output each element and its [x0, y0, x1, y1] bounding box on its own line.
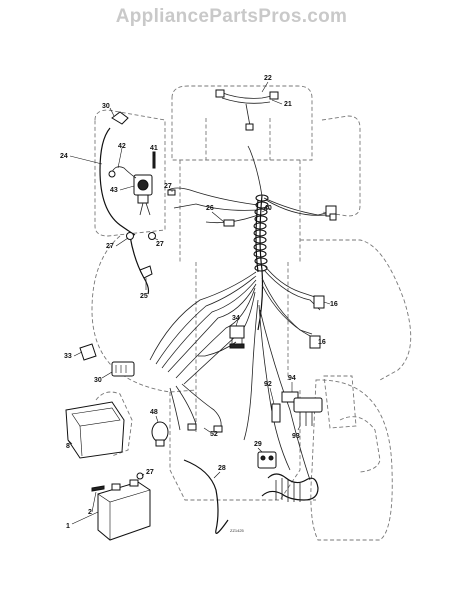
callout-2: 2: [88, 509, 92, 516]
part-27-nut-c: [167, 189, 176, 196]
part-25-clip: [139, 265, 153, 279]
part-41-screw: [152, 151, 156, 169]
part-1-battery: [97, 479, 151, 541]
callout-94: 94: [288, 375, 296, 382]
callout-93: 93: [292, 433, 300, 440]
callout-27-b: 27: [106, 243, 114, 250]
callout-25: 25: [140, 293, 148, 300]
part-42-key: [111, 166, 137, 179]
part-94-switch: [281, 391, 323, 426]
callout-30-left: 30: [94, 377, 102, 384]
callout-34: 34: [232, 315, 240, 322]
callout-1: 1: [66, 523, 70, 530]
callout-26: 26: [206, 205, 214, 212]
callout-27-c: 27: [156, 241, 164, 248]
part-40-connector: [325, 205, 337, 221]
callout-28: 28: [218, 465, 226, 472]
callout-27-d: 27: [146, 469, 154, 476]
drawing-code: ZZ1425: [230, 528, 245, 533]
callout-29: 29: [254, 441, 262, 448]
leader-lines: [67, 81, 331, 525]
part-27-nut-d: [136, 472, 144, 480]
part-16-connector-a: [313, 295, 325, 309]
part-42-key-ring: [108, 170, 116, 178]
part-30-clip: [111, 111, 129, 125]
part-26-connector: [223, 219, 235, 227]
callout-22: 22: [264, 75, 272, 82]
part-27-nut-b: [148, 232, 156, 240]
callout-16-b: 16: [318, 339, 326, 346]
part-52-connector-b: [213, 425, 223, 433]
main-harness: [149, 145, 335, 481]
callout-52: 52: [210, 431, 218, 438]
callout-40: 40: [264, 205, 272, 212]
callout-24: 24: [60, 153, 68, 160]
callout-21: 21: [284, 101, 292, 108]
part-2-bolt: [91, 485, 105, 492]
callout-48: 48: [150, 409, 158, 416]
part-43-ignition-switch: [133, 174, 153, 216]
part-48-bulb: [151, 421, 169, 447]
part-34-relay: [229, 325, 245, 349]
part-92-switch: [271, 403, 281, 423]
part-29-solenoid: [257, 451, 277, 469]
callout-42: 42: [118, 143, 126, 150]
callout-33: 33: [64, 353, 72, 360]
part-22-harness: [215, 89, 279, 131]
watermark-text: AppliancePartsPros.com: [115, 6, 348, 27]
callout-92: 92: [264, 381, 272, 388]
callout-27-a: 27: [164, 183, 172, 190]
wire-24: [99, 127, 136, 236]
part-27-nut-a: [126, 232, 134, 240]
callout-labels: 22 21 30 42 24 41 43 27 26 40 27 27 25 1…: [60, 75, 338, 533]
coiled-cable: [261, 473, 319, 502]
part-52-connector: [187, 423, 197, 431]
callout-30-top: 30: [102, 103, 110, 110]
callout-41: 41: [150, 145, 158, 152]
callout-16-a: 16: [330, 301, 338, 308]
part-33-clip: [79, 343, 97, 361]
part-8-battery-tray: [65, 401, 125, 459]
part-30-connector: [111, 361, 135, 377]
callout-8: 8: [66, 443, 70, 450]
wire-28: [183, 459, 229, 534]
callout-43: 43: [110, 187, 118, 194]
